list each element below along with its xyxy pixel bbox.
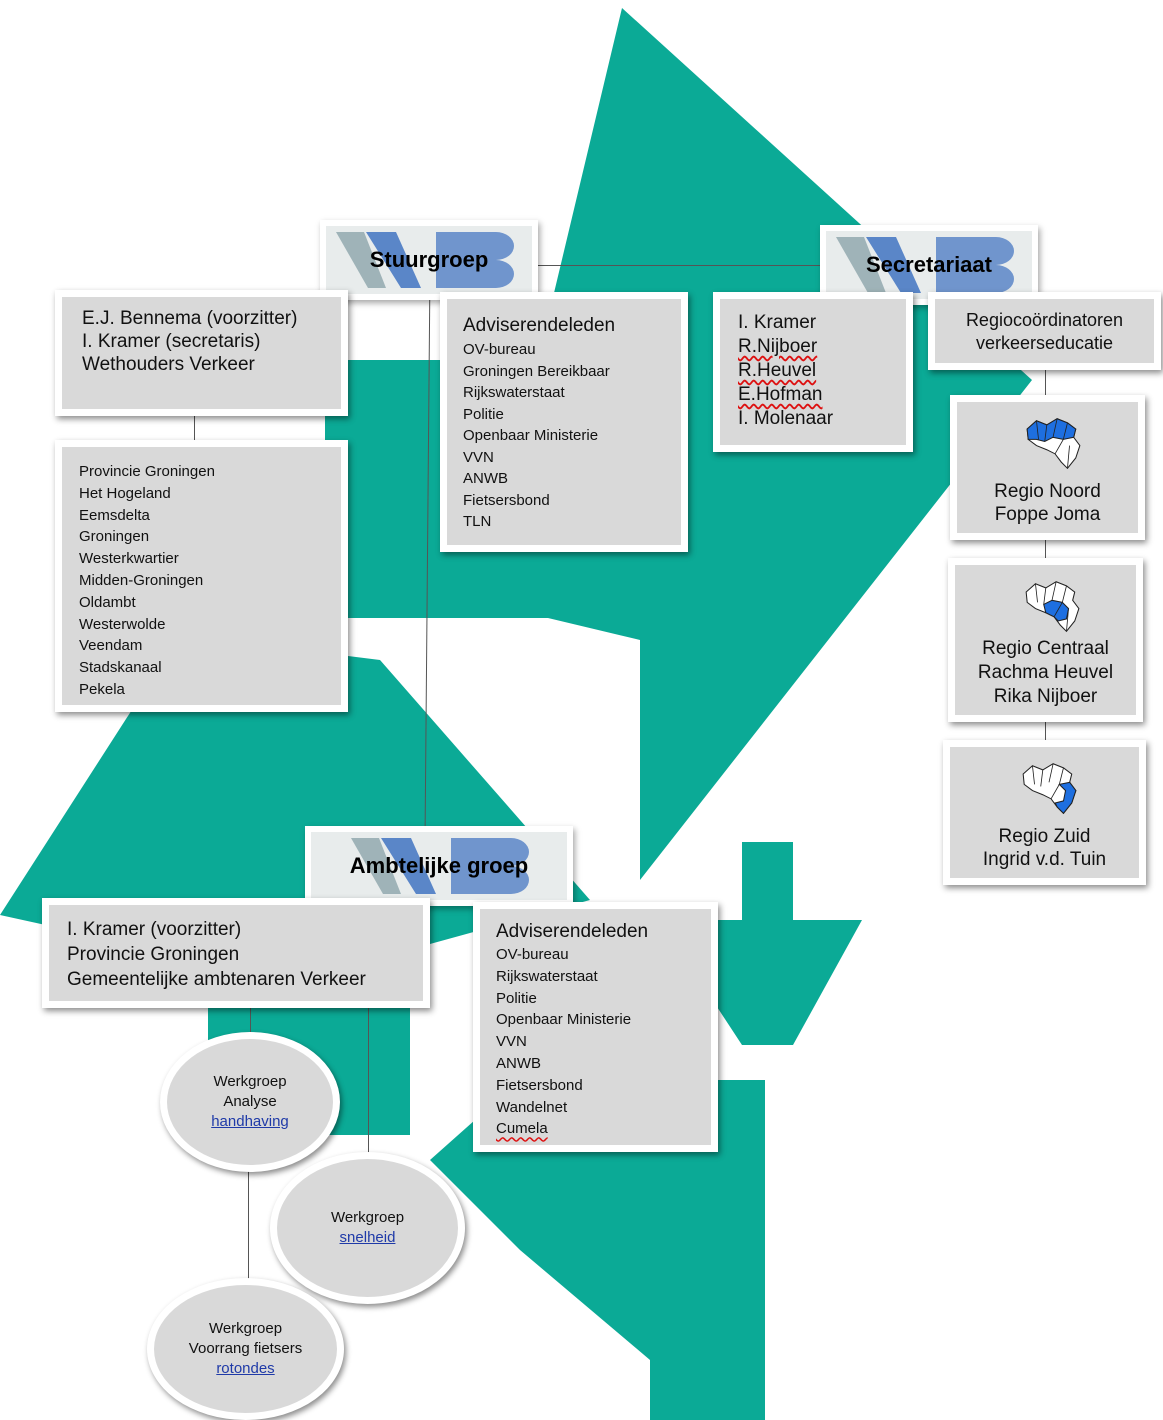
werkgroep-line: Analyse (223, 1093, 277, 1110)
region-map-south-icon (1022, 763, 1077, 815)
ambtelijk-logo: Ambtelijke groep (305, 826, 573, 906)
regio-centraal-line: Rika Nijboer (993, 686, 1098, 707)
werkgroep-rotondes: Werkgroep Voorrang fietsers rotondes (147, 1278, 344, 1420)
advisory-title: Adviserendeleden (463, 315, 616, 336)
municipality: Groningen (79, 528, 150, 546)
vvb-logo-icon (351, 838, 529, 894)
secretariaat-member: R.Heuvel (738, 360, 817, 381)
ambtelijk-member: Provincie Groningen (67, 944, 240, 965)
advisory-member: VVN (463, 448, 494, 466)
municipality: Pekela (79, 680, 125, 698)
left-arrow-shape (0, 635, 590, 1135)
regio-centraal-box: Regio Centraal Rachma Heuvel Rika Nijboe… (948, 558, 1143, 722)
connector-regio-noord (1045, 370, 1046, 400)
vvb-logo-icon (836, 237, 1014, 293)
werkgroep-line: Voorrang fietsers (188, 1340, 303, 1357)
regio-header-box: Regiocoördinatoren verkeerseducatie (928, 292, 1161, 370)
werkgroep-line: Werkgroep (208, 1320, 283, 1337)
advisory-member: Politie (496, 989, 537, 1007)
stuurgroep-member: Wethouders Verkeer (82, 354, 255, 375)
advisory-member: Fietsersbond (496, 1076, 583, 1094)
municipality: Stadskanaal (79, 659, 162, 677)
secretariaat-title: Secretariaat (866, 252, 992, 277)
secretariaat-member: R.Nijboer (738, 336, 818, 357)
municipality: Oldambt (79, 593, 136, 611)
secretariaat-member: I. Kramer (738, 312, 817, 333)
connector-centraal-zuid (1045, 720, 1046, 740)
region-map-north-icon (1026, 418, 1081, 470)
regio-zuid-box: Regio Zuid Ingrid v.d. Tuin (943, 740, 1146, 885)
stuurgroep-logo: Stuurgroep (320, 220, 538, 300)
advisory-member: Fietsersbond (463, 491, 550, 509)
advisory-member: Wandelnet (496, 1098, 568, 1116)
municipality: Het Hogeland (79, 484, 171, 502)
ambtelijk-member: I. Kramer (voorzitter) (67, 919, 242, 940)
advisory-title: Adviserendeleden (496, 921, 649, 942)
municipality: Provincie Groningen (79, 463, 215, 480)
municipality: Westerkwartier (79, 550, 179, 568)
municipality: Midden-Groningen (79, 571, 204, 589)
municipalities-box: Provincie Groningen Het Hogeland Eemsdel… (55, 440, 348, 712)
regio-centraal-line: Rachma Heuvel (977, 662, 1114, 683)
werkgroep-line: Werkgroep (213, 1073, 287, 1090)
regio-noord-line: Regio Noord (994, 481, 1101, 502)
advisory-member: VVN (496, 1033, 527, 1051)
ambtelijk-members-box: I. Kramer (voorzitter) Provincie Groning… (42, 898, 430, 1008)
advisory-member: ANWB (463, 470, 508, 487)
ambtelijk-member: Gemeentelijke ambtenaren Verkeer (67, 969, 366, 990)
werkgroep-snelheid: Werkgroep snelheid (270, 1152, 465, 1304)
werkgroep-handhaving: Werkgroep Analyse handhaving (160, 1032, 340, 1172)
regio-zuid-line: Regio Zuid (998, 826, 1091, 847)
advisory-member: ANWB (496, 1054, 541, 1072)
werkgroep-line: Werkgroep (330, 1209, 405, 1226)
advisory-member: TLN (463, 513, 492, 530)
connector-amb-wg2 (368, 1008, 369, 1156)
stuurgroep-members-box: E.J. Bennema (voorzitter) I. Kramer (sec… (55, 290, 348, 416)
secretariaat-member: I. Molenaar (738, 408, 834, 429)
regio-header-line: Regiocoördinatoren (965, 310, 1124, 330)
connector-amb-wg1 (250, 1008, 251, 1038)
municipality: Westerwolde (79, 615, 166, 633)
regio-zuid-line: Ingrid v.d. Tuin (982, 849, 1107, 870)
connector-stuur-secr (535, 265, 835, 266)
advisory-member: Politie (463, 405, 504, 423)
werkgroep-link[interactable]: rotondes (216, 1360, 275, 1377)
stuurgroep-member: I. Kramer (secretaris) (82, 331, 261, 352)
secretariaat-members-box: I. Kramer R.Nijboer R.Heuvel E.Hofman I.… (713, 292, 913, 452)
advisory-member: Rijkswaterstaat (463, 384, 565, 401)
advisory-member: Openbaar Ministerie (463, 427, 599, 444)
advisory-member: OV-bureau (463, 341, 536, 358)
stuurgroep-title: Stuurgroep (369, 247, 489, 272)
vvb-logo-icon (336, 232, 514, 288)
lower-arrow-shape (430, 1080, 765, 1420)
advisory-member: OV-bureau (496, 946, 569, 963)
werkgroep-link[interactable]: handhaving (211, 1113, 289, 1130)
secretariaat-logo: Secretariaat (820, 225, 1038, 305)
stuurgroep-advisory-box: Adviserendeleden OV-bureau Groningen Ber… (440, 292, 688, 552)
region-map-central-icon (1025, 581, 1080, 633)
ambtelijk-advisory-box: Adviserendeleden OV-bureau Rijkswatersta… (473, 902, 718, 1152)
regio-header-line: verkeerseducatie (975, 333, 1114, 353)
regio-noord-line: Foppe Joma (994, 504, 1101, 525)
advisory-member: Groningen Bereikbaar (463, 362, 610, 380)
connector-stuur-municipalities (194, 416, 195, 442)
ambtelijk-title: Ambtelijke groep (349, 853, 529, 878)
regio-centraal-line: Regio Centraal (982, 638, 1109, 659)
advisory-member: Cumela (496, 1120, 548, 1138)
connector-wg1-wg3 (248, 1170, 249, 1282)
secretariaat-member: E.Hofman (738, 384, 823, 405)
advisory-member: Rijkswaterstaat (496, 967, 598, 985)
municipality: Veendam (79, 637, 143, 655)
advisory-member: Openbaar Ministerie (496, 1011, 632, 1029)
municipality: Eemsdelta (79, 506, 150, 524)
werkgroep-link[interactable]: snelheid (339, 1229, 396, 1246)
regio-noord-box: Regio Noord Foppe Joma (950, 395, 1145, 540)
stuurgroep-member: E.J. Bennema (voorzitter) (82, 308, 298, 329)
connector-noord-centraal (1045, 540, 1046, 560)
